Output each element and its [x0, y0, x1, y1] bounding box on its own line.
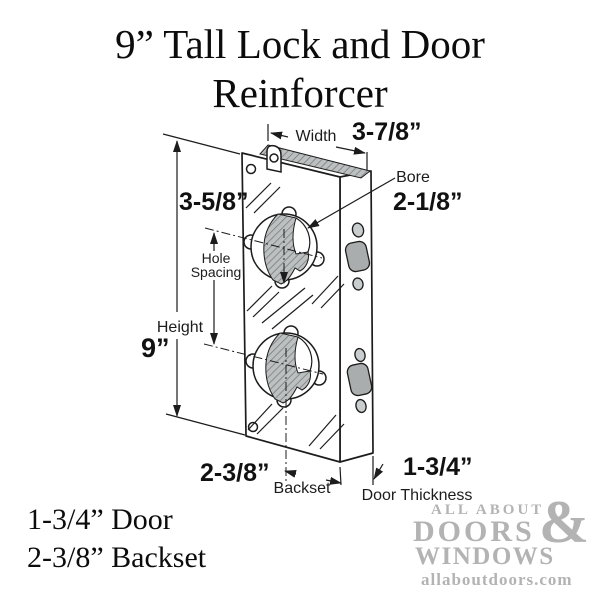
center-lines: [203, 227, 324, 375]
width-value: 3-7/8”: [352, 118, 421, 146]
page-title-line1: 9” Tall Lock and Door: [115, 21, 485, 67]
bore-label: Bore: [396, 169, 430, 186]
backset-value: 2-3/8”: [200, 459, 269, 487]
dim-bore: Bore 2-1/8”: [307, 169, 462, 229]
page-title-line2: Reinforcer: [212, 70, 388, 116]
backset-label: Backset: [274, 480, 331, 497]
top-to-bore-value: 3-5/8”: [179, 188, 248, 216]
page-title: 9” Tall Lock and Door Reinforcer: [0, 20, 600, 118]
glare-lines: [245, 182, 345, 450]
screw-hole-top: [245, 163, 257, 175]
logo-ampersand: &: [539, 489, 589, 555]
tab-hole: [269, 153, 279, 163]
hole-spacing-label-1: Hole: [202, 250, 231, 266]
dim-door-thickness: 1-3/4” Door Thickness: [339, 453, 473, 504]
dim-width: Width 3-7/8”: [267, 118, 421, 170]
height-label: Height: [157, 319, 204, 336]
dim-hole-spacing: Hole Spacing: [191, 232, 242, 345]
logo-website: allaboutdoors.com: [421, 570, 573, 589]
edge-cutouts: [344, 222, 373, 414]
plate-front-face: [241, 152, 341, 463]
logo-all-about: ALL ABOUT: [431, 502, 545, 518]
door-thickness-value: 1-3/4”: [403, 453, 472, 481]
height-value: 9”: [141, 333, 170, 363]
bore-value: 2-1/8”: [393, 188, 462, 216]
hole-spacing-label-2: Spacing: [191, 264, 242, 280]
dim-height: Height 9”: [141, 133, 246, 436]
spec-text: 1-3/4” Door 2-3/8” Backset: [27, 501, 206, 577]
logo-doors: DOORS: [413, 515, 535, 548]
spec-backset: 2-3/8” Backset: [27, 541, 207, 574]
logo-windows: WINDOWS: [415, 543, 555, 570]
door-thickness-label: Door Thickness: [362, 487, 473, 504]
company-logo: ALL ABOUT & DOORS WINDOWS allaboutdoors.…: [413, 492, 589, 592]
plate-top-hatched-edge: [259, 144, 372, 179]
width-label: Width: [296, 128, 337, 145]
plate-edge-face: [339, 170, 374, 463]
dim-backset: 2-3/8” Backset: [200, 348, 342, 497]
spec-door: 1-3/4” Door: [27, 503, 173, 536]
screw-hole-bottom: [247, 421, 259, 433]
